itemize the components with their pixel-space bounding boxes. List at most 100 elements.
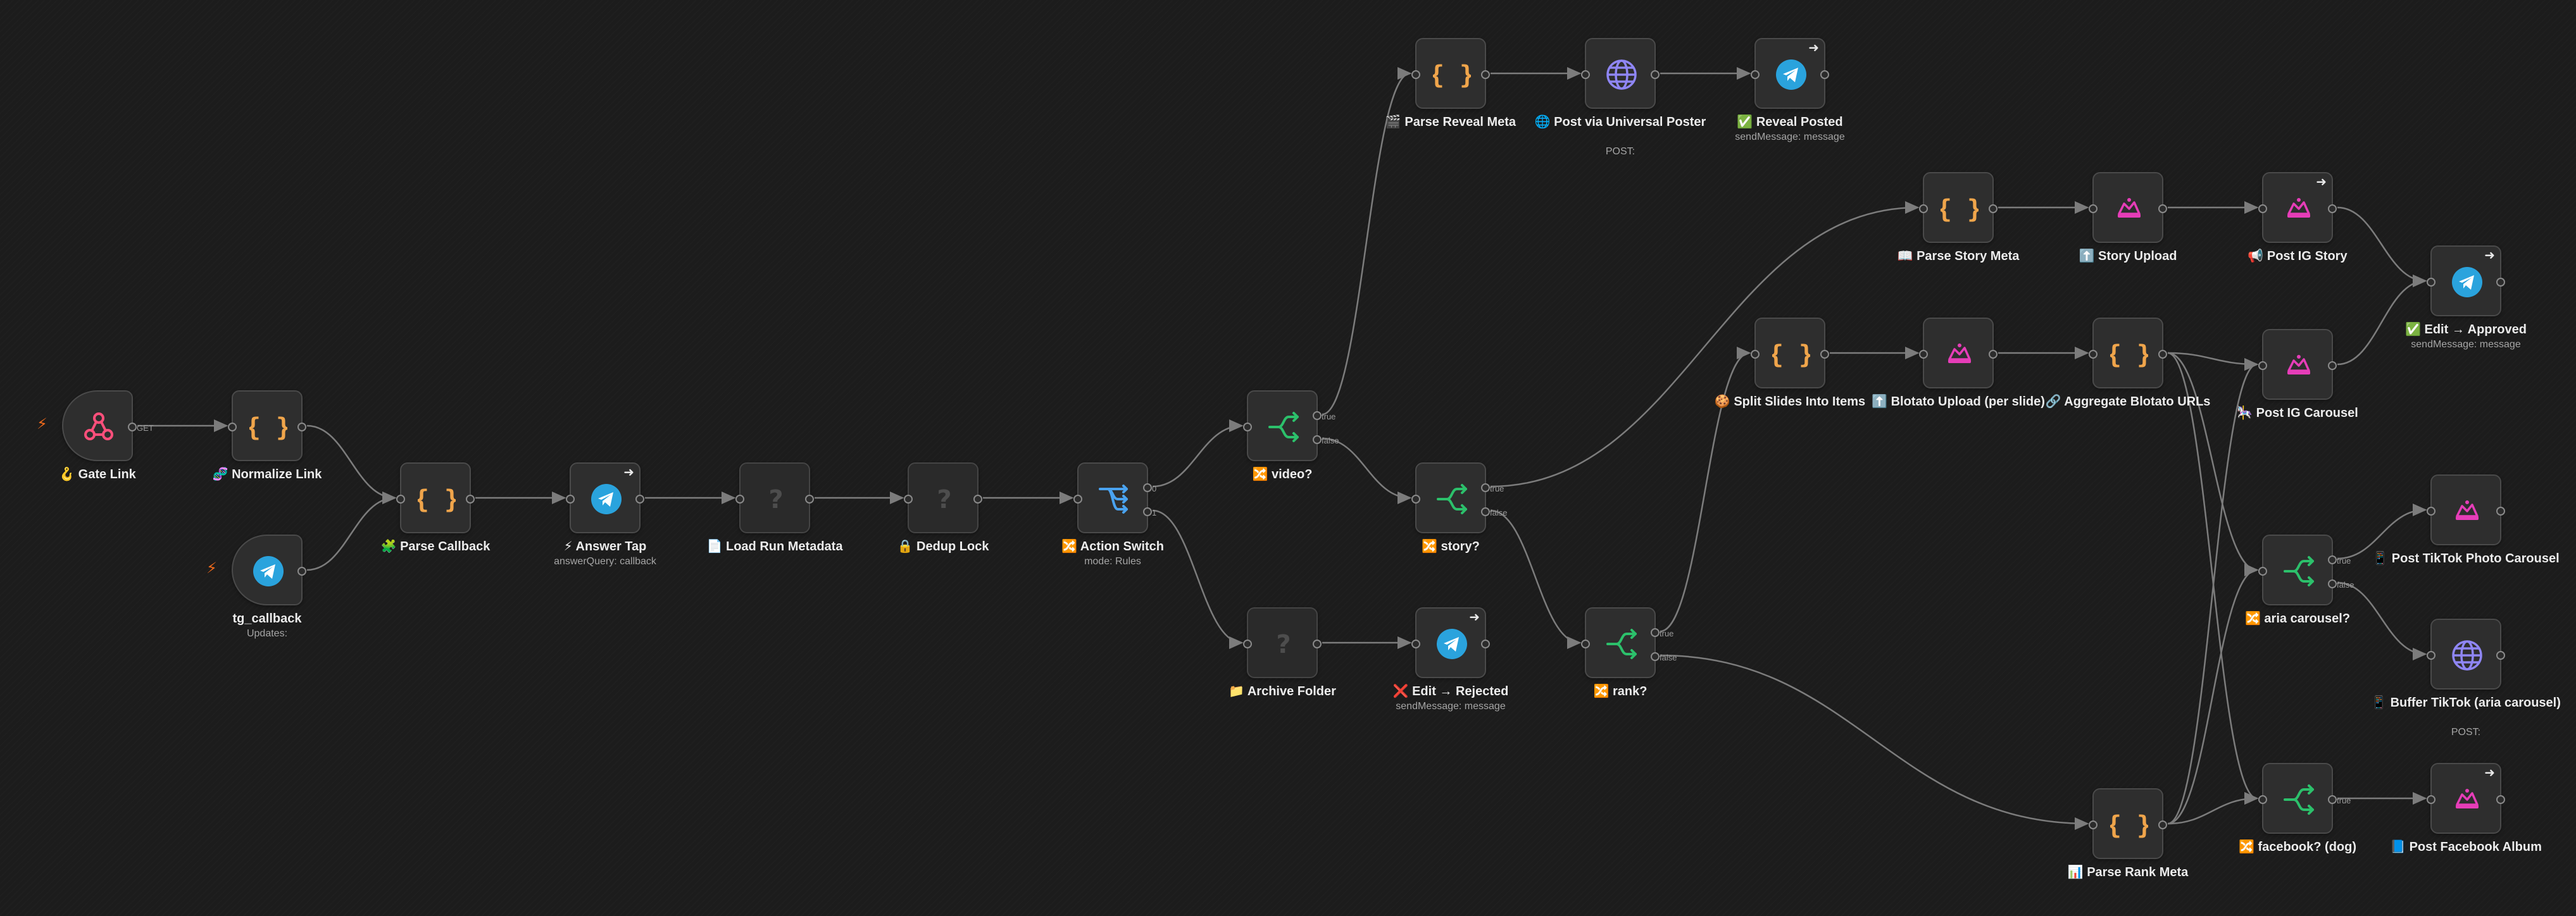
input-port[interactable] [1073,495,1082,504]
connection-video-q-to-parse-reveal-meta[interactable] [1322,67,1412,416]
input-port[interactable] [2258,204,2267,213]
connection-story-q-to-parse-story-meta[interactable] [1490,201,1920,488]
connection-action-switch-to-video-q[interactable] [1152,419,1244,488]
output-port[interactable]: true [1313,411,1335,421]
node-edit-approved[interactable]: ➜ [2427,245,2505,316]
node-normalize-link[interactable]: { } [228,390,306,461]
node-split-slides[interactable]: { } [1751,318,1829,388]
output-port[interactable] [2496,795,2505,804]
input-port[interactable] [2427,507,2435,516]
output-port[interactable]: false [1481,507,1507,517]
output-port[interactable] [805,495,814,504]
input-port[interactable] [1919,204,1928,213]
input-port[interactable] [1751,70,1760,79]
input-port[interactable] [1581,640,1590,648]
node-answer-tap[interactable]: ➜ [566,462,644,533]
output-port[interactable] [297,567,306,576]
output-port[interactable] [1481,70,1490,79]
connection-action-switch-to-archive-folder[interactable] [1152,509,1244,649]
node-facebook-q[interactable]: true [2258,763,2351,834]
node-parse-rank-meta[interactable]: { } [2089,788,2167,859]
node-video-q[interactable]: true false [1243,390,1339,461]
connection-rank-q-to-split-slides[interactable] [1660,347,1751,633]
node-blotato-upload[interactable] [1919,318,1998,388]
node-tg-callback[interactable]: ⚡ [206,535,306,605]
input-port[interactable] [1243,423,1252,431]
output-port[interactable]: false [1313,435,1339,445]
node-rank-q[interactable]: true false [1581,607,1677,678]
connection-aria-carousel-q-to-buffer-tiktok[interactable] [2337,581,2427,660]
node-archive-folder[interactable]: ? [1243,607,1322,678]
input-port[interactable] [1919,350,1928,359]
input-port[interactable] [1751,350,1760,359]
output-port[interactable] [1820,350,1829,359]
node-gate-link[interactable]: GET⚡ [37,390,154,461]
connection-aggregate-urls-to-aria-carousel-q[interactable] [2167,352,2259,576]
input-port[interactable] [1411,495,1420,504]
node-post-tiktok-carousel[interactable] [2427,474,2505,545]
connection-story-q-to-rank-q[interactable] [1490,509,1582,649]
output-port[interactable]: 0 [1143,483,1156,493]
output-port[interactable] [297,423,306,431]
connection-post-ig-carousel-to-edit-approved[interactable] [2337,275,2427,366]
output-port[interactable] [1313,640,1322,648]
connection-parse-rank-meta-to-facebook-q[interactable] [2167,792,2259,825]
input-port[interactable] [2258,567,2267,576]
input-port[interactable] [2258,361,2267,370]
output-port[interactable] [1989,350,1998,359]
output-port[interactable] [973,495,982,504]
output-port[interactable] [466,495,475,504]
connection-video-q-to-story-q[interactable] [1322,437,1412,504]
output-port[interactable]: true [1481,483,1504,493]
connection-tg-callback-to-parse-callback[interactable] [306,492,397,571]
connection-parse-rank-meta-to-post-ig-carousel[interactable] [2167,358,2259,825]
input-port[interactable] [1243,640,1252,648]
output-port[interactable] [1989,204,1998,213]
input-port[interactable] [2427,651,2435,660]
input-port[interactable] [396,495,405,504]
node-post-facebook-album[interactable]: ➜ [2427,763,2505,834]
connection-aria-carousel-q-to-post-tiktok-carousel[interactable] [2337,504,2427,560]
node-buffer-tiktok[interactable] [2427,619,2505,690]
input-port[interactable] [2427,795,2435,804]
input-port[interactable] [566,495,575,504]
node-parse-callback[interactable]: { } [396,462,475,533]
output-port[interactable]: true [2328,555,2351,566]
connection-parse-rank-meta-to-aria-carousel-q[interactable] [2167,564,2259,825]
output-port[interactable]: true [1651,628,1673,638]
connection-aggregate-urls-to-facebook-q[interactable] [2167,352,2259,805]
node-parse-story-meta[interactable]: { } [1919,172,1998,243]
output-port[interactable]: true [2328,795,2351,805]
output-port[interactable] [2158,350,2167,359]
output-port[interactable] [2158,820,2167,829]
input-port[interactable] [2089,820,2098,829]
input-port[interactable] [2258,795,2267,804]
output-port[interactable] [2496,278,2505,287]
node-story-q[interactable]: true false [1411,462,1507,533]
output-port[interactable] [2496,507,2505,516]
connection-normalize-link-to-parse-callback[interactable] [306,424,397,504]
output-port[interactable] [635,495,644,504]
connection-post-ig-story-to-edit-approved[interactable] [2337,206,2427,287]
node-aggregate-urls[interactable]: { } [2089,318,2167,388]
output-port[interactable] [1820,70,1829,79]
input-port[interactable] [1411,70,1420,79]
output-port[interactable] [2158,204,2167,213]
output-port[interactable] [2328,204,2337,213]
node-story-upload[interactable] [2089,172,2167,243]
output-port[interactable] [1651,70,1660,79]
output-port[interactable] [1481,640,1490,648]
input-port[interactable] [904,495,913,504]
output-port[interactable]: false [2328,579,2354,590]
node-post-ig-carousel[interactable] [2258,329,2337,400]
node-reveal-posted[interactable]: ➜ [1751,38,1829,109]
node-dedup-lock[interactable]: ? [904,462,982,533]
node-parse-reveal-meta[interactable]: { } [1411,38,1490,109]
input-port[interactable] [1581,70,1590,79]
output-port[interactable]: false [1651,652,1677,662]
node-post-ig-story[interactable]: ➜ [2258,172,2337,243]
input-port[interactable] [2427,278,2435,287]
output-port[interactable]: 1 [1143,507,1156,517]
